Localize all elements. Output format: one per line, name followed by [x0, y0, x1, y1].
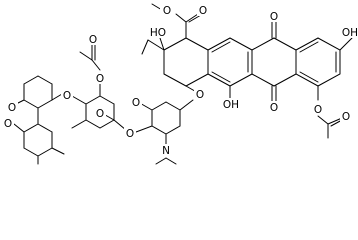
acetate-right-ether-oxygen-label: O [314, 104, 322, 116]
ester-carbonyl-oxygen-label: O [199, 5, 207, 17]
sugar2-ring-oxygen-label: O [96, 108, 104, 120]
molecule-drawing: O O HO O OH O O O O O O O O O OH O O [2, 3, 358, 165]
bond-lines [11, 3, 353, 165]
quinone-bottom-oxygen-label: O [270, 102, 278, 114]
acetate-top-ether-oxygen-label: O [96, 73, 104, 85]
peri-hydroxyl-label: OH [223, 99, 239, 111]
dimethylamino-nitrogen-label: N [162, 145, 170, 157]
atom-labels: O O HO O OH O O O O O O O O O OH O O [2, 4, 358, 157]
ketone-oxygen-label: O [4, 118, 12, 130]
acetate-right-carbonyl-oxygen-label: O [342, 111, 350, 123]
ester-methoxy-oxygen-label: O [163, 5, 171, 17]
aglycone-glycosidic-oxygen-label: O [196, 89, 204, 101]
sugar3-ring-oxygen-label: O [8, 102, 16, 114]
chemical-structure-figure: O O HO O OH O O O O O O O O O OH O O [2, 3, 358, 165]
glycosidic-oxygen-2-3-label: O [63, 90, 71, 102]
glycosidic-oxygen-1-2-label: O [126, 128, 134, 140]
quinone-top-oxygen-label: O [270, 11, 278, 23]
acetate-top-carbonyl-oxygen-label: O [89, 34, 97, 46]
ring-hydroxyl-right-label: OH [342, 27, 358, 39]
c9-hydroxyl-label: HO [150, 27, 166, 39]
sugar1-ring-oxygen-label: O [132, 97, 140, 109]
